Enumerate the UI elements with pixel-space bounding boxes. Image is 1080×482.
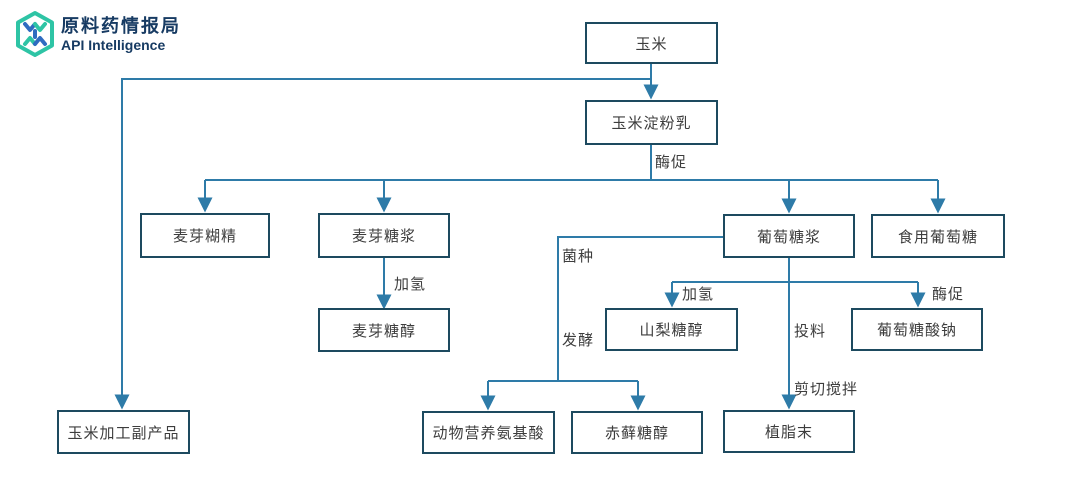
edge-label-hydrogenation-left: 加氢 [394,276,427,293]
node-corn-byproducts: 玉米加工副产品 [57,410,190,454]
edge-label-feeding: 投料 [794,323,827,340]
edge-label-enzymatic-top: 酶促 [655,154,688,171]
node-corn-starch-milk: 玉米淀粉乳 [585,100,718,145]
edge-corn-to-byproducts [114,78,651,410]
node-corn: 玉米 [585,22,718,64]
node-edible-glucose: 食用葡萄糖 [871,214,1005,258]
edge-label-strain: 菌种 [562,248,595,265]
node-sorbitol: 山梨糖醇 [605,308,738,351]
node-glucose-syrup: 葡萄糖浆 [723,214,855,258]
node-maltodextrin: 麦芽糊精 [140,213,270,258]
hexagon-snowflake-icon [16,11,54,57]
node-animal-amino-acids: 动物营养氨基酸 [422,411,555,454]
node-maltose-syrup: 麦芽糖浆 [318,213,450,258]
edge-label-fermentation: 发酵 [562,332,595,349]
node-erythritol: 赤藓糖醇 [571,411,703,454]
logo-subtitle: API Intelligence [61,36,166,53]
node-creamer: 植脂末 [723,410,855,453]
brand-logo: 原料药情报局 API Intelligence [14,10,181,58]
edge-label-enzymatic-right: 酶促 [932,286,965,303]
node-maltitol: 麦芽糖醇 [318,308,450,352]
logo-title: 原料药情报局 [61,15,181,36]
node-sodium-gluconate: 葡萄糖酸钠 [851,308,983,351]
edge-label-hydrogenation-right: 加氢 [682,286,715,303]
edge-fermentation-stem [557,236,723,381]
edge-label-shear-mixing: 剪切搅拌 [794,381,859,398]
